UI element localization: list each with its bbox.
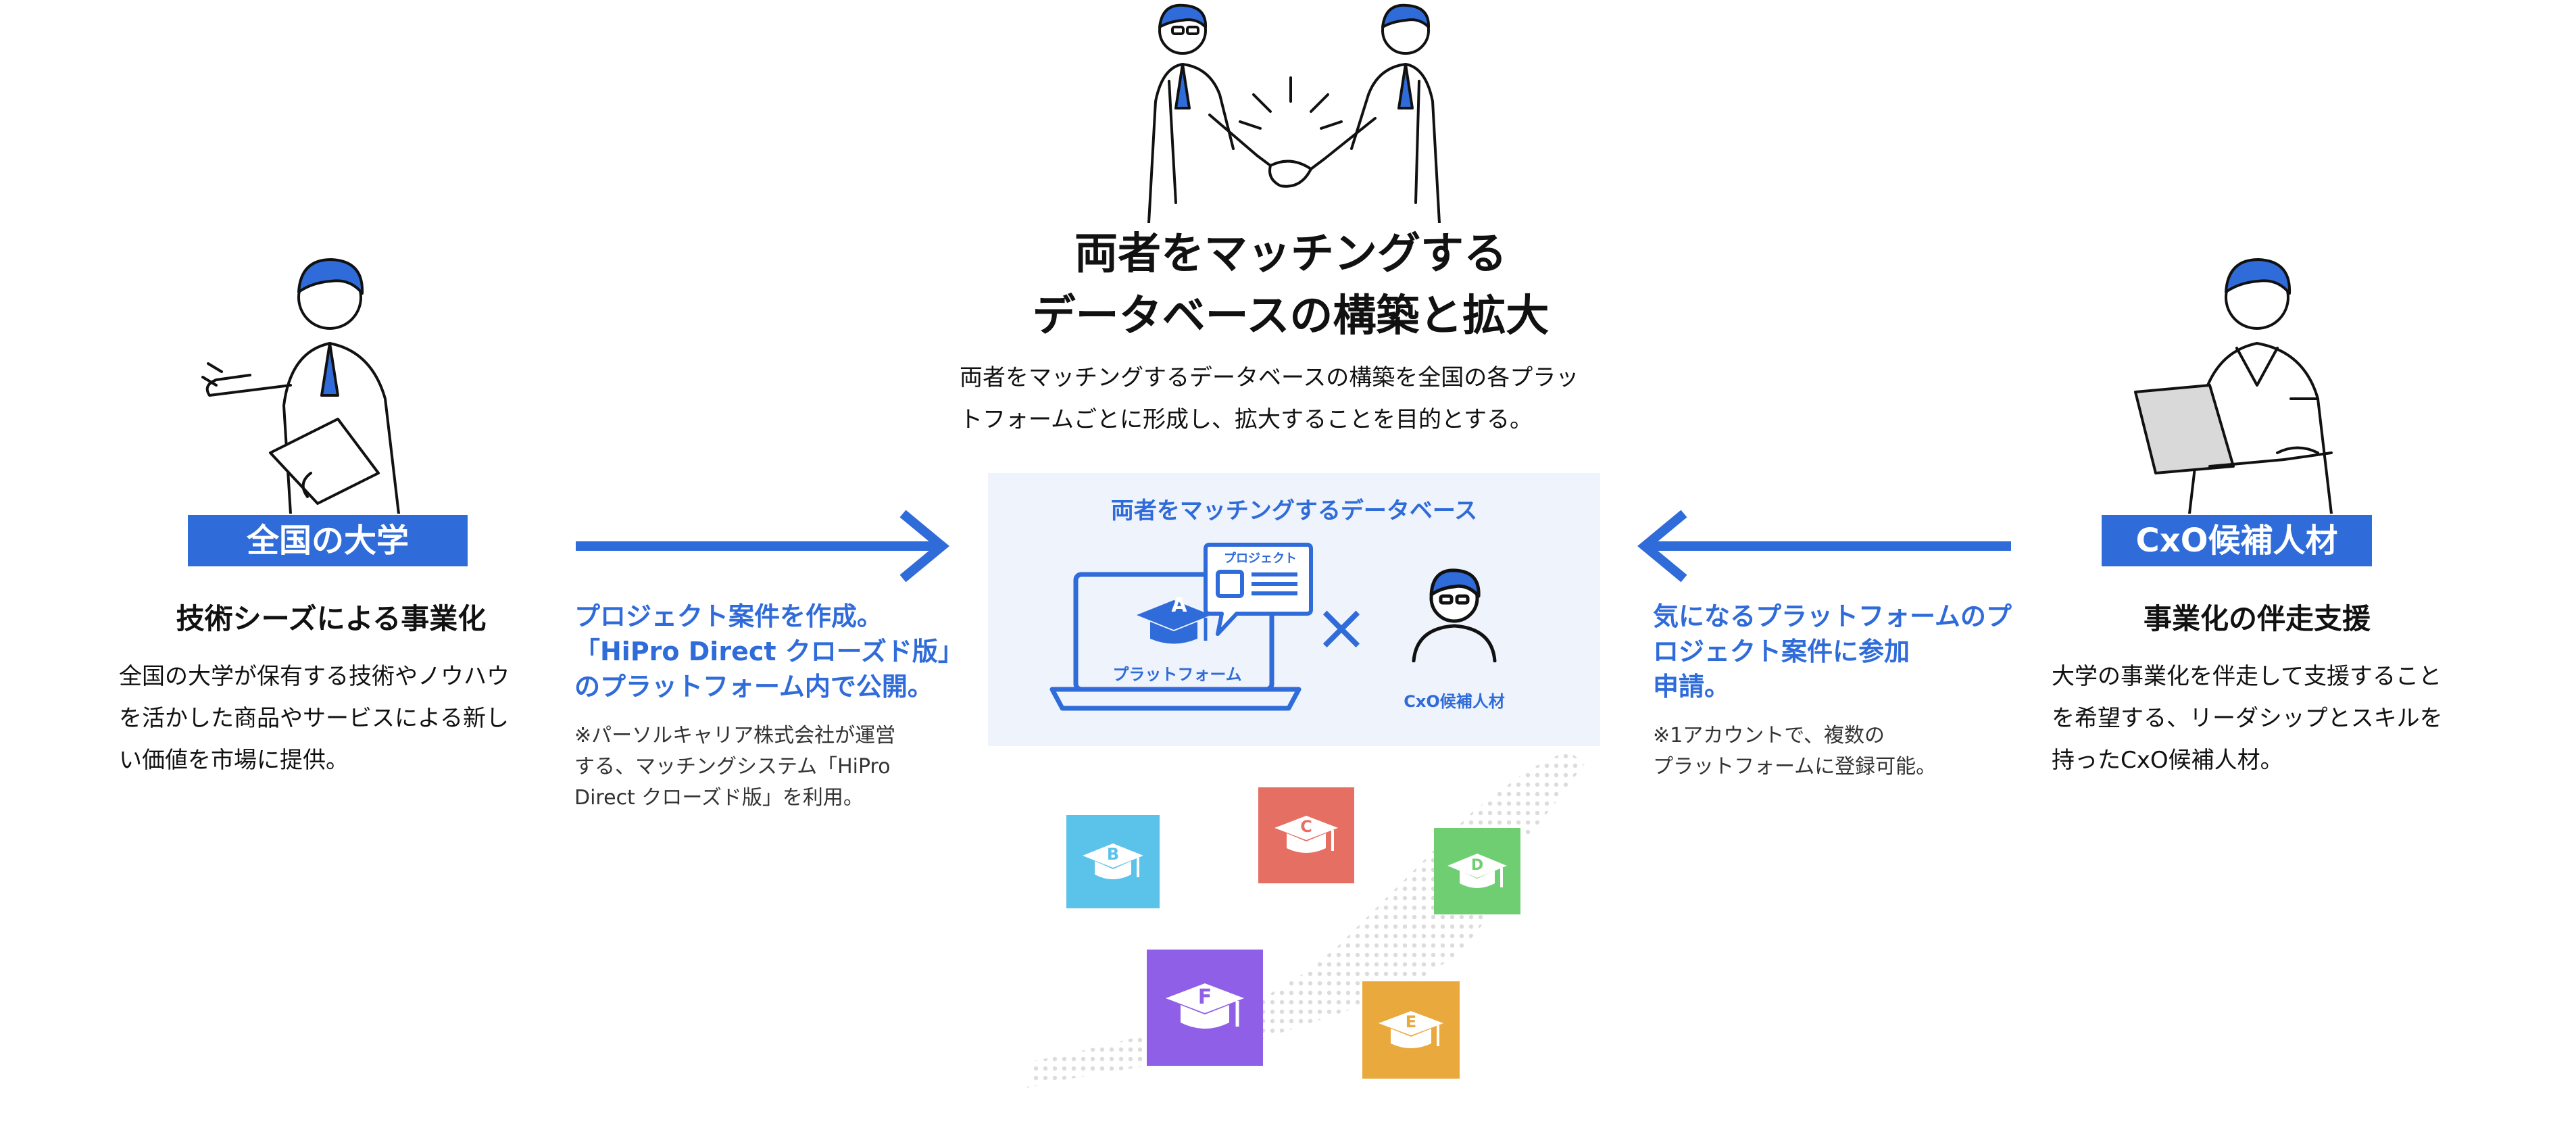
university-action-text: プロジェクト案件を作成。 「HiPro Direct クローズド版」 のプラット… xyxy=(574,599,966,704)
university-note: ※パーソルキャリア株式会社が運営 する、マッチングシステム「HiPro Dire… xyxy=(574,720,966,814)
platform-laptop-icon xyxy=(1049,572,1302,711)
candidate-note-line1: ※1アカウントで、複数の xyxy=(1653,724,1885,747)
university-tile-e: E xyxy=(1362,981,1460,1079)
cxo-heading: 事業化の伴走支援 xyxy=(2143,602,2371,635)
center-description-line2: トフォームごとに形成し、拡大することを目的とする。 xyxy=(960,406,1533,433)
university-description-line3: い価値を市場に提供。 xyxy=(119,747,349,774)
university-tile-c: C xyxy=(1258,787,1354,883)
tile-letter-d: D xyxy=(1471,857,1483,874)
japan-dot-map xyxy=(1027,750,1585,1088)
platform-label: プラットフォーム xyxy=(1112,665,1242,684)
university-person-illustration xyxy=(201,258,400,514)
university-description-line1: 全国の大学が保有する技術やノウハウ xyxy=(119,663,510,690)
university-description-line2: を活かした商品やサービスによる新し xyxy=(119,705,509,732)
candidate-action-line2: ロジェクト案件に参加 xyxy=(1653,637,1910,666)
times-sign: × xyxy=(1314,589,1369,665)
candidate-action-line3: 申請。 xyxy=(1653,672,1731,702)
university-tile-d: D xyxy=(1434,828,1520,914)
candidate-note-line2: プラットフォームに登録可能。 xyxy=(1653,755,1937,779)
database-panel-title: 両者をマッチングするデータベース xyxy=(1110,497,1478,524)
university-action-line3: のプラットフォーム内で公開。 xyxy=(574,672,933,702)
university-description: 全国の大学が保有する技術やノウハウ を活かした商品やサービスによる新し い価値を… xyxy=(119,656,551,781)
tile-letter-c: C xyxy=(1300,817,1312,836)
project-bubble-label: プロジェクト xyxy=(1224,551,1297,566)
platform-letter: A xyxy=(1171,593,1187,617)
candidate-label: CxO候補人材 xyxy=(1404,692,1505,711)
center-description: 両者をマッチングするデータベースの構築を全国の各プラッ トフォームごとに形成し、… xyxy=(960,357,1635,441)
cxo-description-line2: を希望する、リーダシップとスキルを xyxy=(2052,705,2443,732)
university-tile-f: F xyxy=(1147,950,1263,1066)
center-description-line1: 両者をマッチングするデータベースの構築を全国の各プラッ xyxy=(960,364,1579,391)
university-note-line2: する、マッチングシステム「HiPro xyxy=(574,755,891,779)
tile-letter-f: F xyxy=(1198,985,1212,1009)
project-bubble-icon xyxy=(1204,543,1313,636)
university-label: 全国の大学 xyxy=(188,515,468,566)
cxo-description-line3: 持ったCxO候補人材。 xyxy=(2052,747,2283,774)
cxo-person-illustration xyxy=(2134,258,2333,514)
cxo-description: 大学の事業化を伴走して支援すること を希望する、リーダシップとスキルを 持ったC… xyxy=(2052,656,2491,781)
database-panel: 両者をマッチングするデータベース A プラットフォーム プロジェクト × CxO… xyxy=(988,473,1600,746)
university-action-line2: 「HiPro Direct クローズド版」 xyxy=(574,637,964,666)
right-arrow-icon xyxy=(576,510,949,583)
university-heading: 技術シーズによる事業化 xyxy=(176,602,487,635)
candidate-person-icon xyxy=(1412,568,1497,662)
handshake-illustration xyxy=(1147,3,1441,223)
cxo-description-line1: 大学の事業化を伴走して支援すること xyxy=(2052,663,2442,690)
center-title: 両者をマッチングする データベースの構築と拡大 xyxy=(878,223,1703,347)
university-action-line1: プロジェクト案件を作成。 xyxy=(574,601,883,631)
candidate-note: ※1アカウントで、複数の プラットフォームに登録可能。 xyxy=(1653,720,2031,783)
center-title-line1: 両者をマッチングする xyxy=(1074,229,1507,279)
tile-letter-e: E xyxy=(1406,1012,1416,1031)
tile-letter-b: B xyxy=(1107,845,1119,864)
university-tile-b: B xyxy=(1066,815,1160,908)
candidate-action-line1: 気になるプラットフォームのプ xyxy=(1653,601,2012,631)
cxo-label: CxO候補人材 xyxy=(2102,515,2372,566)
left-arrow-icon xyxy=(1637,510,2011,583)
center-title-line2: データベースの構築と拡大 xyxy=(1032,291,1550,341)
candidate-action-text: 気になるプラットフォームのプ ロジェクト案件に参加 申請。 xyxy=(1653,599,2031,704)
university-note-line3: Direct クローズド版」を利用。 xyxy=(574,786,864,810)
university-note-line1: ※パーソルキャリア株式会社が運営 xyxy=(574,724,896,747)
